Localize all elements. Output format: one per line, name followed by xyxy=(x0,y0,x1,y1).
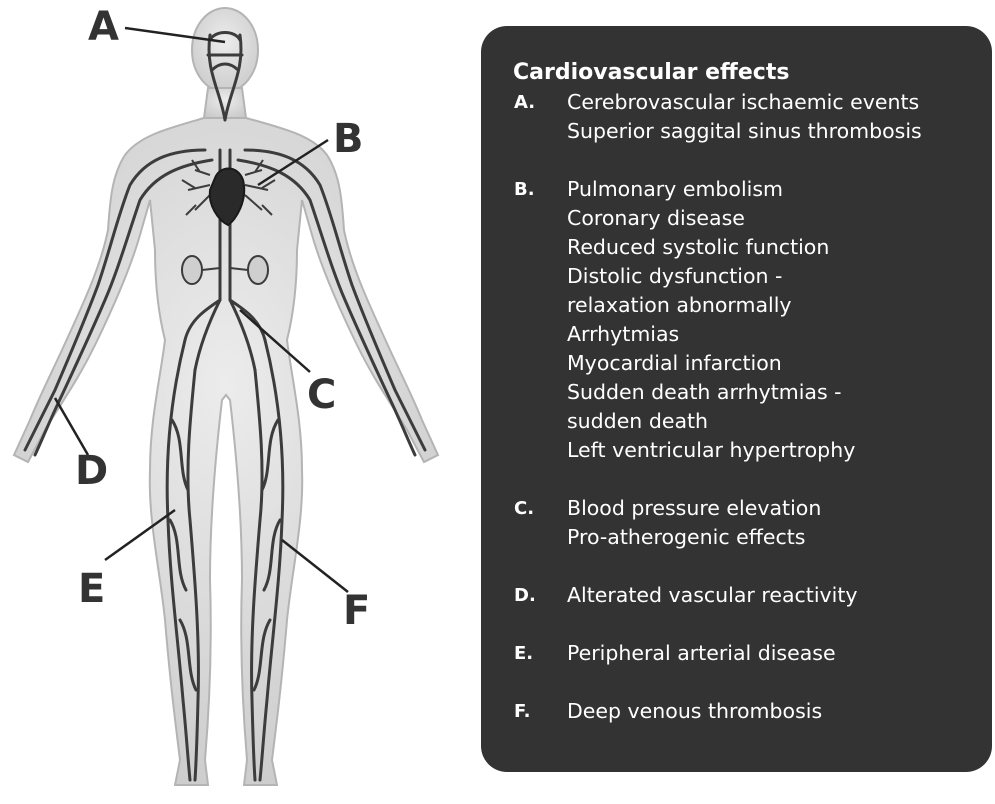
effect-item: sudden death xyxy=(567,407,855,436)
effect-group-f: F.Deep venous thrombosis xyxy=(513,697,992,726)
figure-label-f: F xyxy=(343,588,370,634)
body-illustration: A B C D E F xyxy=(0,0,470,804)
effect-group-letter: D. xyxy=(513,581,567,610)
effect-item: Reduced systolic function xyxy=(567,233,855,262)
effect-group-letter: F. xyxy=(513,697,567,726)
effect-item: Peripheral arterial disease xyxy=(567,639,836,668)
effect-group-d: D.Alterated vascular reactivity xyxy=(513,581,992,610)
effect-item: Pulmonary embolism xyxy=(567,175,855,204)
effect-item: relaxation abnormally xyxy=(567,291,855,320)
body-silhouette xyxy=(14,8,438,785)
effect-items: Alterated vascular reactivity xyxy=(567,581,858,610)
effect-group-letter: E. xyxy=(513,639,567,668)
panel-title: Cardiovascular effects xyxy=(513,58,992,87)
effect-item: Distolic dysfunction - xyxy=(567,262,855,291)
effect-group-letter: C. xyxy=(513,494,567,552)
effect-items: Peripheral arterial disease xyxy=(567,639,836,668)
effect-items: Deep venous thrombosis xyxy=(567,697,822,726)
effect-item: Alterated vascular reactivity xyxy=(567,581,858,610)
figure-label-c: C xyxy=(307,372,336,418)
effect-item: Pro-atherogenic effects xyxy=(567,523,821,552)
figure-label-b: B xyxy=(333,116,364,162)
effect-group-letter: A. xyxy=(513,88,567,146)
effect-item: Blood pressure elevation xyxy=(567,494,821,523)
effect-item: Deep venous thrombosis xyxy=(567,697,822,726)
effect-item: Cerebrovascular ischaemic events xyxy=(567,88,922,117)
figure-label-e: E xyxy=(78,566,105,612)
effect-item: Sudden death arrhytmias - xyxy=(567,378,855,407)
effect-group-e: E.Peripheral arterial disease xyxy=(513,639,992,668)
figure-label-d: D xyxy=(75,448,108,494)
effect-item: Superior saggital sinus thrombosis xyxy=(567,117,922,146)
effect-item: Coronary disease xyxy=(567,204,855,233)
effect-item: Left ventricular hypertrophy xyxy=(567,436,855,465)
figure-label-a: A xyxy=(88,4,119,50)
effect-group-letter: B. xyxy=(513,175,567,465)
effect-item: Arrhytmias xyxy=(567,320,855,349)
effect-item: Myocardial infarction xyxy=(567,349,855,378)
effects-panel: Cardiovascular effects A.Cerebrovascular… xyxy=(481,26,992,772)
